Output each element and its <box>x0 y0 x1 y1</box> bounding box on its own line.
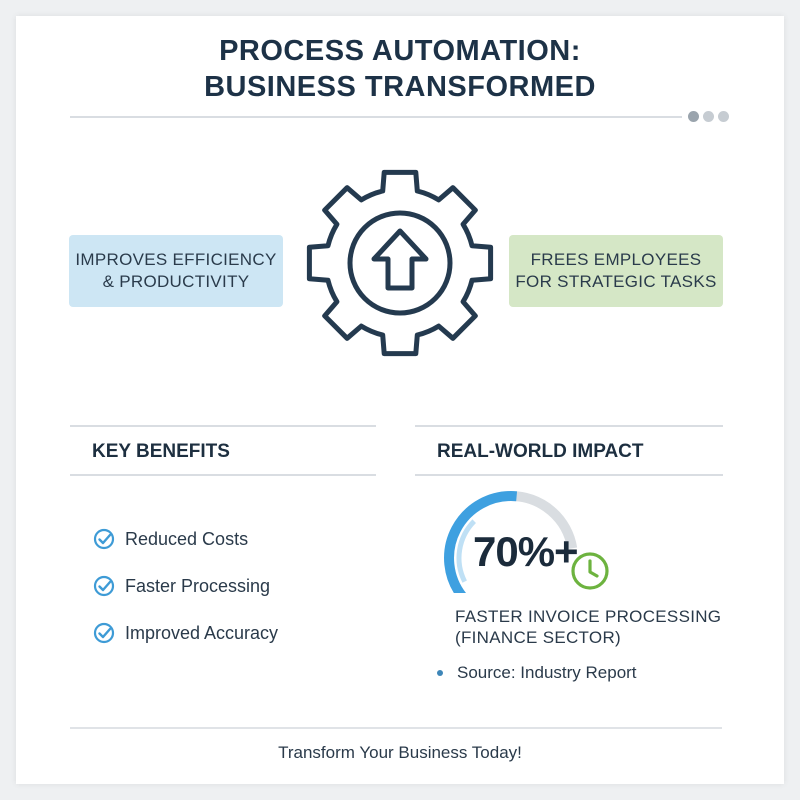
benefits-bottom-divider <box>70 474 376 476</box>
dot-2 <box>703 111 714 122</box>
gear-up-arrow-icon <box>306 169 494 357</box>
title-divider <box>70 116 682 118</box>
callout-strategic-line-2: FOR STRATEGIC TASKS <box>515 272 717 291</box>
callout-efficiency-line-2: & PRODUCTIVITY <box>102 272 250 291</box>
bullet-icon <box>437 670 443 676</box>
pagination-dots <box>688 111 729 122</box>
callout-strategic: FREES EMPLOYEES FOR STRATEGIC TASKS <box>509 235 723 307</box>
impact-top-divider <box>415 425 723 427</box>
footer-divider <box>70 727 722 729</box>
impact-source: Source: Industry Report <box>437 663 637 683</box>
page-title: PROCESS AUTOMATION: BUSINESS TRANSFORMED <box>0 33 800 105</box>
impact-caption: FASTER INVOICE PROCESSING (FINANCE SECTO… <box>455 606 721 648</box>
benefits-heading: KEY BENEFITS <box>92 441 230 462</box>
impact-source-text: Source: Industry Report <box>457 663 637 682</box>
title-line-1: PROCESS AUTOMATION: <box>219 35 581 67</box>
impact-value: 70%+ <box>473 528 579 575</box>
footer-cta: Transform Your Business Today! <box>278 743 522 762</box>
impact-heading: REAL-WORLD IMPACT <box>437 441 644 462</box>
benefit-item: Reduced Costs <box>93 528 248 550</box>
clock-icon <box>571 552 609 590</box>
benefit-label: Faster Processing <box>125 575 271 596</box>
benefit-item: Improved Accuracy <box>93 622 278 644</box>
check-icon <box>93 528 115 550</box>
impact-bottom-divider <box>415 474 723 476</box>
check-icon <box>93 575 115 597</box>
dot-1 <box>688 111 699 122</box>
title-line-2: BUSINESS TRANSFORMED <box>204 71 596 103</box>
infographic-card <box>16 16 784 784</box>
benefit-label: Improved Accuracy <box>125 622 279 643</box>
callout-efficiency-line-1: IMPROVES EFFICIENCY <box>75 250 277 269</box>
benefit-label: Reduced Costs <box>125 528 249 549</box>
impact-caption-line-2: (FINANCE SECTOR) <box>455 628 621 647</box>
check-icon <box>93 622 115 644</box>
impact-caption-line-1: FASTER INVOICE PROCESSING <box>455 607 722 626</box>
benefits-top-divider <box>70 425 376 427</box>
dot-3 <box>718 111 729 122</box>
callout-efficiency: IMPROVES EFFICIENCY & PRODUCTIVITY <box>69 235 283 307</box>
impact-gauge <box>444 491 578 593</box>
callout-strategic-line-1: FREES EMPLOYEES <box>530 250 702 269</box>
benefit-item: Faster Processing <box>93 575 270 597</box>
